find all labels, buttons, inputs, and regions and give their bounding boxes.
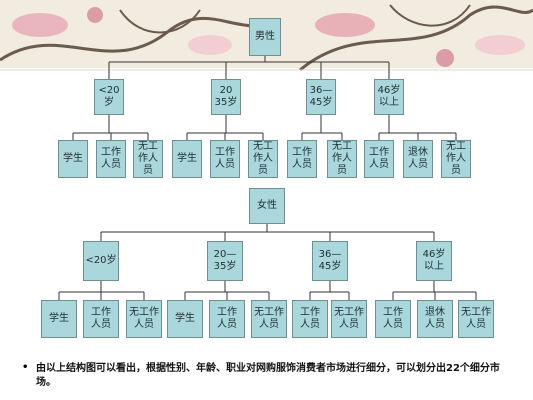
occupation-node: 学生 (172, 140, 202, 178)
summary-text: 由以上结构图可以看出，根据性别、年龄、职业对网购服饰消费者市场进行细分，可以划分… (36, 363, 500, 388)
occupation-node: 工作 人员 (96, 140, 126, 178)
age-group-node: <20岁 (94, 79, 124, 115)
occupation-node: 无工作 人员 (126, 300, 162, 338)
age-group-node: 20 35岁 (211, 79, 241, 115)
age-group-node: <20岁 (83, 241, 119, 281)
root-node-female: 女性 (249, 188, 285, 224)
occupation-node: 退休 人员 (403, 140, 433, 178)
occupation-node: 工作 人员 (292, 300, 328, 338)
occupation-node: 工作 人员 (210, 140, 240, 178)
occupation-node: 学生 (167, 300, 203, 338)
bullet-marker: • (22, 362, 29, 373)
age-group-node: 36— 45岁 (312, 241, 348, 281)
occupation-node: 工作 人员 (83, 300, 119, 338)
occupation-node: 工作 人员 (364, 140, 394, 178)
occupation-node: 工作 人员 (375, 300, 411, 338)
occupation-node: 无工作 人员 (458, 300, 494, 338)
occupation-node: 退休 人员 (417, 300, 453, 338)
occupation-node: 无工作 人员 (251, 300, 287, 338)
age-group-node: 20— 35岁 (207, 241, 243, 281)
occupation-node: 无工 作人 员 (327, 140, 357, 178)
occupation-node: 无工作 人员 (331, 300, 367, 338)
root-node-male: 男性 (249, 18, 281, 56)
occupation-node: 无工 作人 员 (133, 140, 163, 178)
occupation-node: 无工 作人 员 (441, 140, 471, 178)
occupation-node: 无工 作人 员 (248, 140, 278, 178)
floral-header-decoration (0, 0, 533, 75)
age-group-node: 46岁 以上 (374, 79, 404, 115)
occupation-node: 工作 人员 (209, 300, 245, 338)
occupation-node: 学生 (58, 140, 88, 178)
occupation-node: 学生 (41, 300, 77, 338)
occupation-node: 工作 人员 (287, 140, 317, 178)
age-group-node: 36— 45岁 (306, 79, 336, 115)
age-group-node: 46岁 以上 (416, 241, 452, 281)
